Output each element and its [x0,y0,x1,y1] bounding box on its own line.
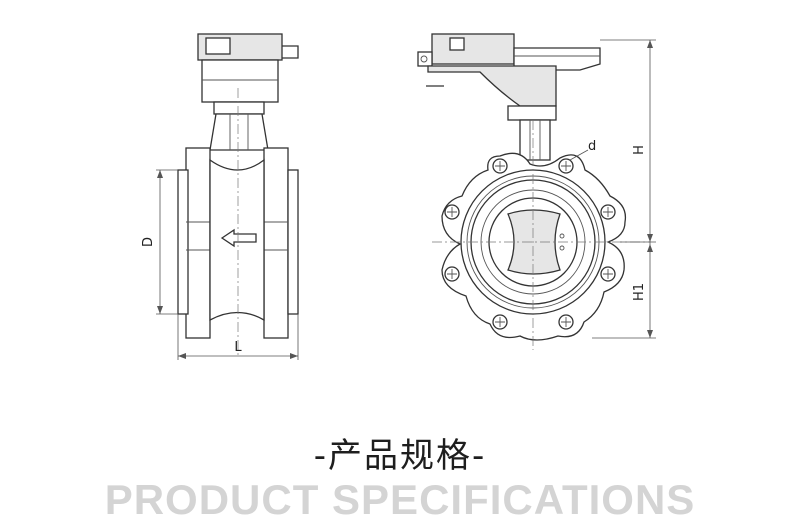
side-operator [197,33,299,115]
label-height-lower: H1 [632,283,647,301]
dimension-d: D [141,169,178,315]
dimension-l: L [177,314,299,360]
label-height-upper: H [632,145,647,155]
label-diameter: D [141,237,156,247]
flow-arrow-icon [220,228,257,248]
valve-technical-drawing: D L [141,33,656,360]
front-operator [417,33,601,121]
section-heading-cn: -产品规格- [313,436,487,476]
dimension-bolt-hole: d [569,139,596,161]
side-view: D L [141,33,299,360]
side-flanges [177,147,299,339]
label-length: L [234,340,242,355]
front-stem [519,119,551,161]
front-view: d H H1 [417,33,656,350]
label-bolt-hole: d [588,139,596,154]
side-neck [209,113,269,151]
section-heading-en: PRODUCT SPECIFICATIONS [104,476,696,523]
dimension-h1: H1 [592,242,656,339]
bolt-holes [444,158,616,330]
